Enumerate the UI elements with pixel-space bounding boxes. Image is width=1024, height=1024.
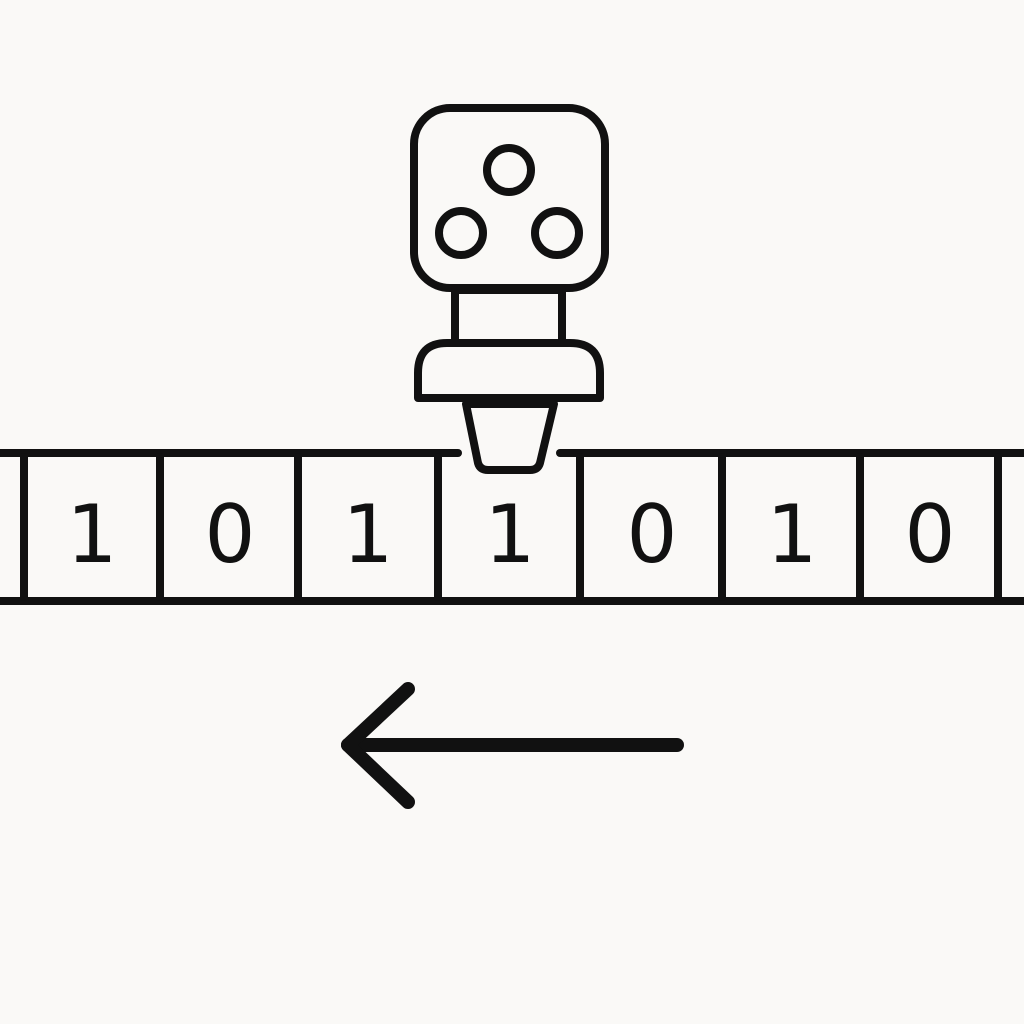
head-body [410,104,609,292]
tape-cell-0: 1 [67,488,118,581]
head-neck [451,286,566,347]
head-collar [414,339,604,402]
arrow-head [341,682,415,809]
tape-cell-2: 1 [343,488,394,581]
head-light-top [483,144,535,196]
tape-cell-4: 0 [627,488,678,581]
tape [0,449,1024,605]
arrow-left-icon [341,682,684,809]
tape-cell-1: 0 [205,488,256,581]
turing-machine-head-icon [410,104,609,474]
tape-cell-3-under-head: 1 [485,488,536,581]
tape-cell-5: 1 [767,488,818,581]
head-light-right [531,207,583,259]
head-light-left [435,207,487,259]
head-nozzle [462,400,558,474]
tape-cells: 1 0 1 1 0 1 0 [67,488,956,581]
tape-cell-6: 0 [905,488,956,581]
